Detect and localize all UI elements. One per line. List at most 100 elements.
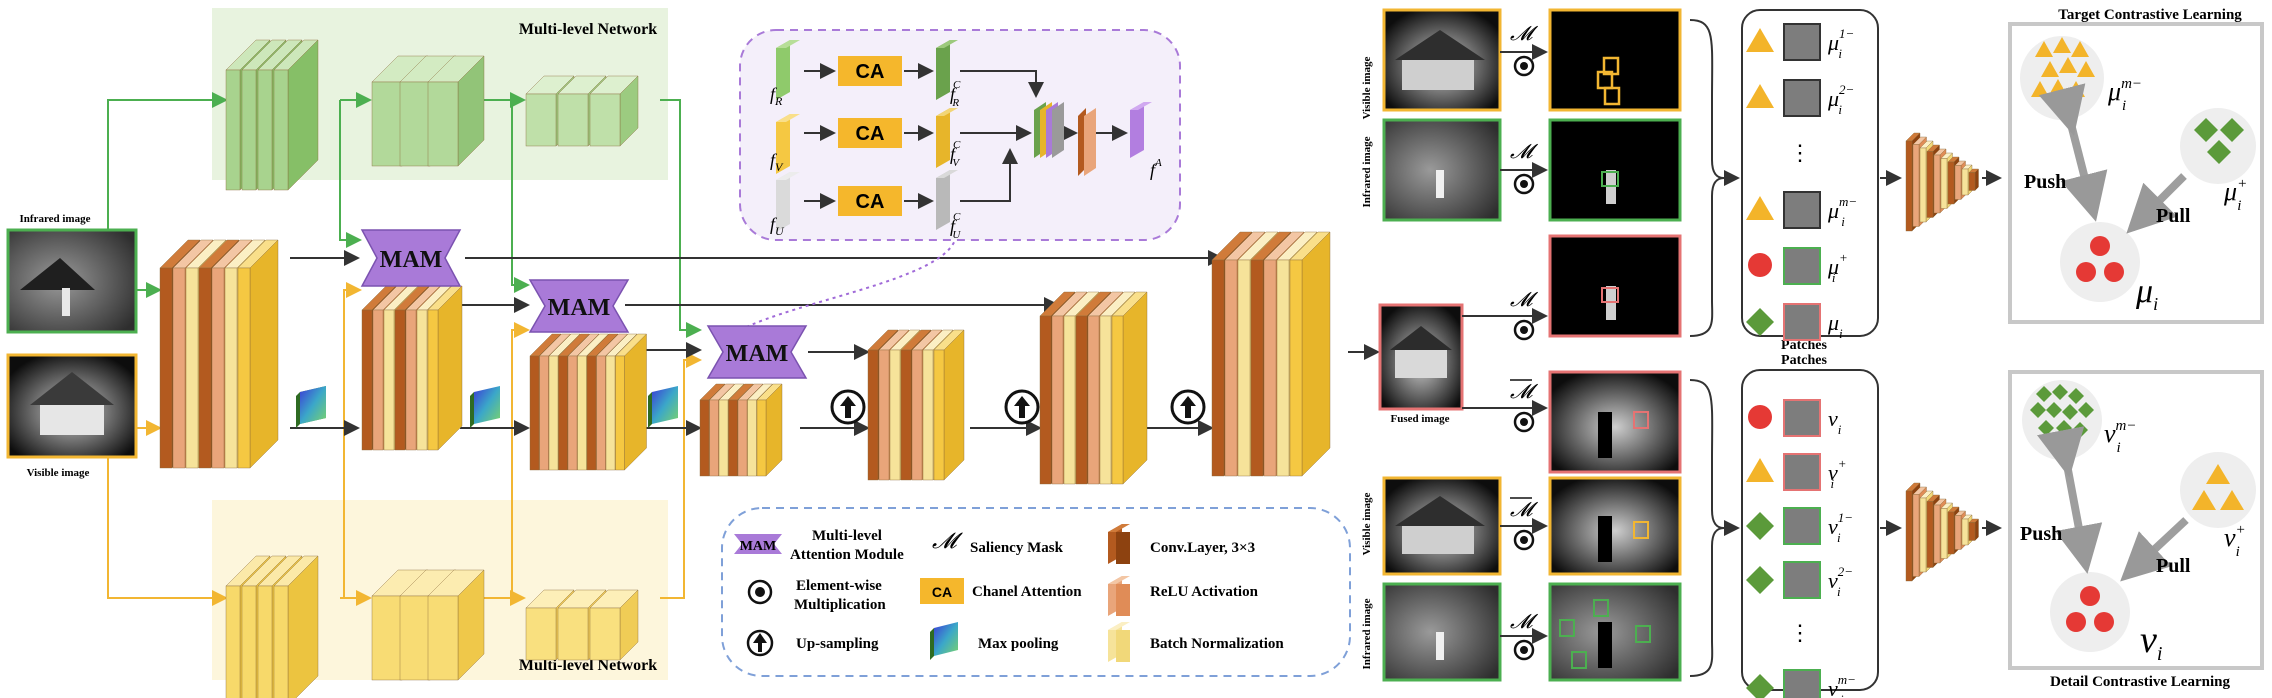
max-pooling-3 bbox=[648, 386, 678, 428]
patch-thumb bbox=[1783, 669, 1821, 698]
svg-text:Conv.Layer, 3×3: Conv.Layer, 3×3 bbox=[1150, 540, 1255, 556]
rb-visible-side: Visible image bbox=[1361, 492, 1373, 555]
svg-text:Multi-level: Multi-level bbox=[812, 528, 882, 544]
svg-text:fCV: fCV bbox=[950, 139, 961, 169]
detail-cl-title: Detail Contrastive Learning bbox=[2050, 674, 2230, 690]
triangle-marker bbox=[2053, 37, 2071, 53]
triangle-marker bbox=[2041, 61, 2059, 77]
patch-item: μi bbox=[1746, 303, 1843, 341]
rb-visible-img bbox=[1382, 476, 1502, 576]
svg-text:Push: Push bbox=[2024, 171, 2066, 193]
patch-item: μm−i bbox=[1746, 191, 1857, 229]
patch-label: μ1−i bbox=[1827, 26, 1854, 61]
diamond-marker bbox=[1746, 566, 1774, 594]
svg-text:𝓜: 𝓜 bbox=[1510, 499, 1539, 521]
ca-box-v bbox=[838, 118, 902, 148]
diamond-marker bbox=[2046, 402, 2062, 418]
bottom-multilevel-title: Multi-level Network bbox=[519, 657, 657, 674]
diamond-marker bbox=[2052, 384, 2068, 400]
svg-text:𝓜: 𝓜 bbox=[1510, 141, 1539, 163]
svg-text:Multiplication: Multiplication bbox=[794, 597, 886, 613]
rb-mask-infrared bbox=[1548, 582, 1682, 682]
patch-thumb bbox=[1783, 23, 1821, 61]
ca-box-r bbox=[838, 56, 902, 86]
svg-text:μ+i: μ+i bbox=[2223, 176, 2247, 214]
patch-item: ⋮ bbox=[1789, 140, 1811, 165]
rb-feature-network bbox=[1905, 482, 1979, 582]
rt-mask-infrared bbox=[1548, 118, 1682, 222]
patch-label: μi bbox=[1827, 310, 1843, 341]
rb-infrared-side: Infrared image bbox=[1361, 598, 1373, 669]
svg-text:fV: fV bbox=[770, 150, 784, 174]
layer-stacks bbox=[159, 231, 1331, 485]
patch-thumb bbox=[1783, 303, 1821, 341]
svg-text:MAM: MAM bbox=[548, 295, 611, 321]
max-pooling-1 bbox=[296, 386, 326, 428]
legend: MAM Multi-level Attention Module 𝓜 Salie… bbox=[734, 524, 1284, 662]
svg-text:fA: fA bbox=[1150, 157, 1162, 180]
svg-text:fU: fU bbox=[770, 214, 785, 238]
rt-mask-symbols: 𝓜 𝓜 𝓜 bbox=[1510, 23, 1539, 311]
upsample-symbol-1 bbox=[830, 389, 866, 425]
triangle-marker bbox=[2077, 61, 2095, 77]
patch-label: ν2−i bbox=[1828, 564, 1853, 599]
triangle-marker bbox=[1746, 458, 1774, 482]
svg-text:ReLU Activation: ReLU Activation bbox=[1150, 584, 1259, 600]
patch-label: νi bbox=[1828, 406, 1842, 437]
svg-text:MAM: MAM bbox=[380, 247, 443, 273]
patch-thumb bbox=[1783, 399, 1821, 437]
svg-text:fCR: fCR bbox=[950, 79, 961, 109]
svg-text:νm−i: νm−i bbox=[2104, 418, 2137, 456]
patch-label: μ2−i bbox=[1827, 82, 1854, 117]
patch-item: νm−i bbox=[1746, 669, 1856, 698]
patch-item: μ+i bbox=[1748, 247, 1848, 285]
svg-text:CA: CA bbox=[856, 191, 885, 213]
circle-marker bbox=[1748, 405, 1772, 429]
rt-patch-list: μ1−i μ2−i ⋮ μm−i μ+i μi bbox=[1746, 23, 1857, 341]
rb-infrared-img bbox=[1382, 582, 1502, 682]
target-cl-title: Target Contrastive Learning bbox=[2058, 7, 2242, 23]
visible-input-label: Visible image bbox=[27, 467, 90, 479]
rt-patches-label: Patches bbox=[1781, 338, 1827, 353]
circle-marker bbox=[1748, 253, 1772, 277]
rt-infrared-img bbox=[1382, 118, 1502, 222]
top-multilevel-title: Multi-level Network bbox=[519, 21, 657, 38]
rb-mask-fused bbox=[1548, 370, 1682, 474]
diamond-marker bbox=[2062, 404, 2078, 420]
patch-thumb bbox=[1783, 191, 1821, 229]
rt-visible-side: Visible image bbox=[1361, 56, 1373, 119]
visible-input bbox=[6, 353, 138, 459]
rb-elementwise bbox=[1513, 411, 1535, 661]
svg-text:μm−i: μm−i bbox=[2107, 76, 2142, 114]
diamond-marker bbox=[2030, 402, 2046, 418]
rt-arrows bbox=[1462, 44, 1548, 324]
svg-text:Pull: Pull bbox=[2156, 205, 2191, 227]
diamond-marker bbox=[2078, 402, 2094, 418]
patch-thumb bbox=[1783, 247, 1821, 285]
svg-text:Max pooling: Max pooling bbox=[978, 636, 1059, 652]
diamond-marker bbox=[1746, 674, 1774, 698]
patch-ellipsis: ⋮ bbox=[1789, 620, 1811, 645]
rt-mask-fused bbox=[1548, 234, 1682, 338]
mam-to-detail-dotted bbox=[739, 239, 956, 331]
upsample-symbol-2 bbox=[1004, 389, 1040, 425]
infrared-input bbox=[6, 228, 138, 334]
rt-brace bbox=[1689, 19, 1725, 337]
patch-label: μm−i bbox=[1827, 194, 1857, 229]
patch-label: μ+i bbox=[1827, 250, 1848, 285]
target-anchors bbox=[2076, 236, 2124, 282]
svg-text:𝓜: 𝓜 bbox=[1510, 289, 1539, 311]
patch-thumb bbox=[1783, 561, 1821, 599]
rb-brace bbox=[1689, 379, 1725, 677]
svg-text:Chanel Attention: Chanel Attention bbox=[972, 584, 1082, 600]
mam-block-2: MAM bbox=[528, 279, 630, 333]
diamond-marker bbox=[1746, 308, 1774, 336]
rb-arrows bbox=[1462, 400, 1548, 644]
svg-text:Saliency Mask: Saliency Mask bbox=[970, 540, 1064, 556]
patch-item: ν2−i bbox=[1746, 561, 1853, 599]
patch-item: ν1−i bbox=[1746, 507, 1853, 545]
triangle-marker bbox=[2071, 41, 2089, 57]
rb-mask-overlines bbox=[1510, 379, 1532, 499]
multilevel-blocks bbox=[225, 39, 639, 698]
